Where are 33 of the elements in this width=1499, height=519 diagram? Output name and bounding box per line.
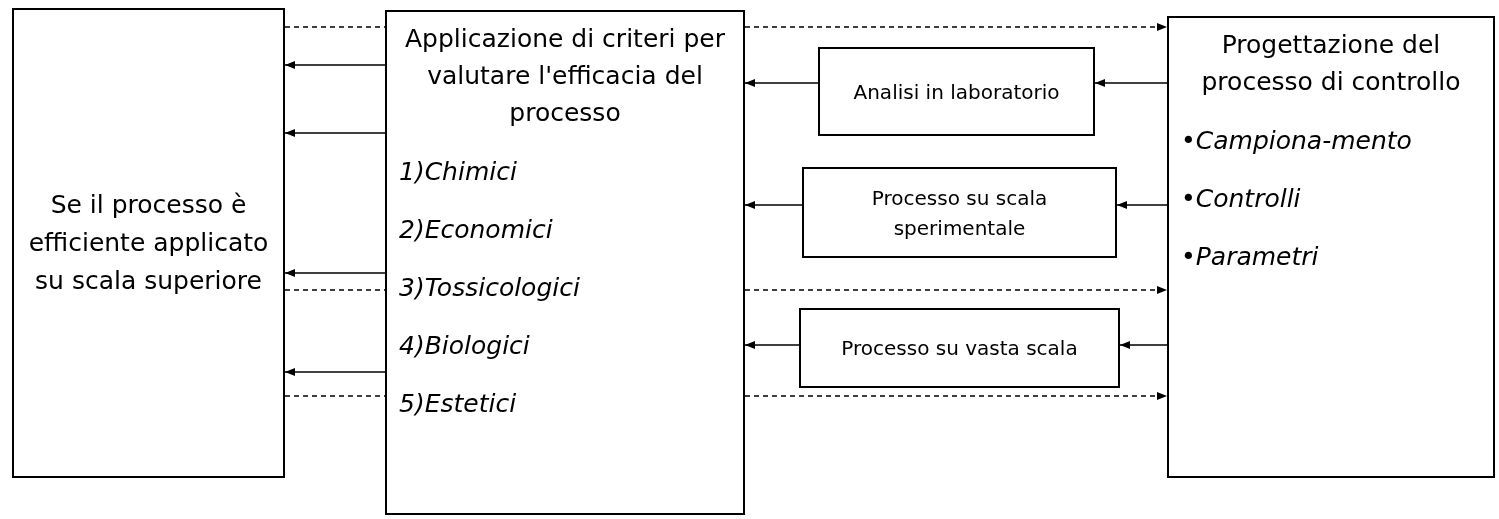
list-item: 3)Tossicologici [398,272,581,304]
box-text: Se il processo è efficiente applicato su scala superiore [27,189,270,297]
arrow [284,61,386,69]
box-heading: Progettazione del processo di controllo [1200,29,1462,98]
arrow [744,341,800,349]
box-text: Processo su scala sperimentale [870,184,1049,242]
list-item: •Controlli [1180,183,1302,215]
arrow [1116,201,1168,209]
list-item: •Campiona-mento [1180,125,1413,157]
list-item: 2)Economici [398,214,554,246]
arrow [284,368,386,376]
arrow [284,129,386,137]
process-box [799,308,1120,388]
arrow [1119,341,1168,349]
list-item: 5)Estetici [398,388,518,420]
arrow [1094,79,1168,87]
list-item: •Parametri [1180,241,1320,273]
process-box [1167,16,1495,478]
arrow [284,269,386,277]
box-heading: Applicazione di criteri per valutare l'efficacia del processo [404,23,726,129]
list-item: 1)Chimici [398,156,518,188]
process-box [12,8,285,478]
box-text: Processo su vasta scala [841,335,1078,362]
dashed-arrow [744,23,1168,31]
arrow [744,79,819,87]
dashed-arrow [744,392,1168,400]
box-text: Analisi in laboratorio [853,78,1060,106]
process-box [818,47,1095,136]
process-box [802,167,1117,258]
dashed-arrow [744,286,1168,294]
list-item: 4)Biologici [398,330,531,362]
arrow [744,201,803,209]
process-box [385,10,745,515]
